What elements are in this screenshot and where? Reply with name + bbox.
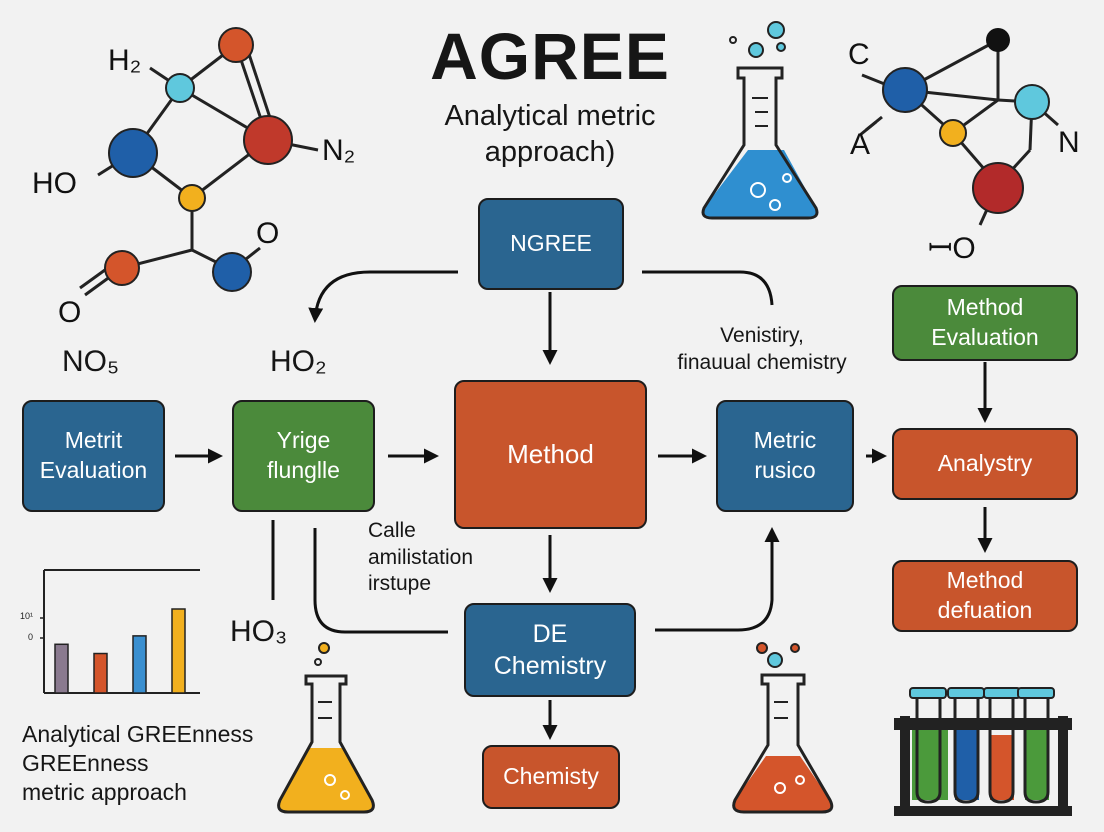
atom-blue-right [882,67,928,113]
page-title: AGREE [430,19,670,93]
box-yrige-flunglle: Yrige flunglle [232,400,375,512]
box-chemisty: Chemisty [482,745,620,809]
atom-label-ho: HO [32,167,77,200]
box-method: Method [454,380,647,529]
label-no5: NO₅ [62,345,120,378]
chart-bar [54,643,69,694]
atom-label-c: C [848,38,870,71]
box-metric-rusico: Metric rusico [716,400,854,512]
atom-yellow [178,184,206,212]
chart-tick-label: 10¹ [20,611,34,621]
flask-top-icon [701,21,819,220]
atom-cyan-right [1014,84,1050,120]
atom-label-h2: H₂ [108,44,142,77]
atom-label-a: A [850,128,871,161]
label-analytical-greenness: Analytical GREEnness GREEnness metric ap… [22,721,254,806]
test-tube-rack-icon [894,687,1072,816]
label-ho2: HO₂ [270,345,327,378]
atom-red [243,115,293,165]
atom-label-n: N [1058,126,1080,159]
chart-bar [132,635,147,694]
box-metrit-evaluation: Metrit Evaluation [22,400,165,512]
atom-orange-bottom [104,250,140,286]
mini-bar-chart [40,569,200,694]
label-ho3: HO₃ [230,615,288,648]
atom-yellow-right [939,119,967,147]
connector-lines [175,270,993,740]
flask-yellow-icon [277,642,375,814]
page-subtitle: Analytical metric approach) [444,100,656,169]
atom-label-o-top: O [256,217,280,250]
box-method-defuation: Method defuation [892,560,1078,632]
chart-tick-label: 0 [28,632,34,642]
box-method-evaluation: Method Evaluation [892,285,1078,361]
chart-bar [171,608,186,694]
label-venistiry: Venistiry, finauual chemistry [677,324,847,375]
label-calle: Calle amilistation irstupe [368,519,474,596]
atom-label-o-bottom: O [58,296,82,329]
atom-label-io: ꟷO [928,232,976,265]
atom-blue [108,128,158,178]
box-ngree: NGREE [478,198,624,290]
box-de-chemistry: DE Chemistry [464,603,636,697]
atom-red-right [972,162,1024,214]
atom-label-n2: N₂ [322,134,356,167]
chart-bar [93,652,108,694]
atom-cyan [165,73,195,103]
atom-orange-top [218,27,254,63]
atom-black [986,28,1010,52]
box-analystry: Analystry [892,428,1078,500]
atom-blue-bottom [212,252,252,292]
flask-orange-icon [732,642,834,814]
